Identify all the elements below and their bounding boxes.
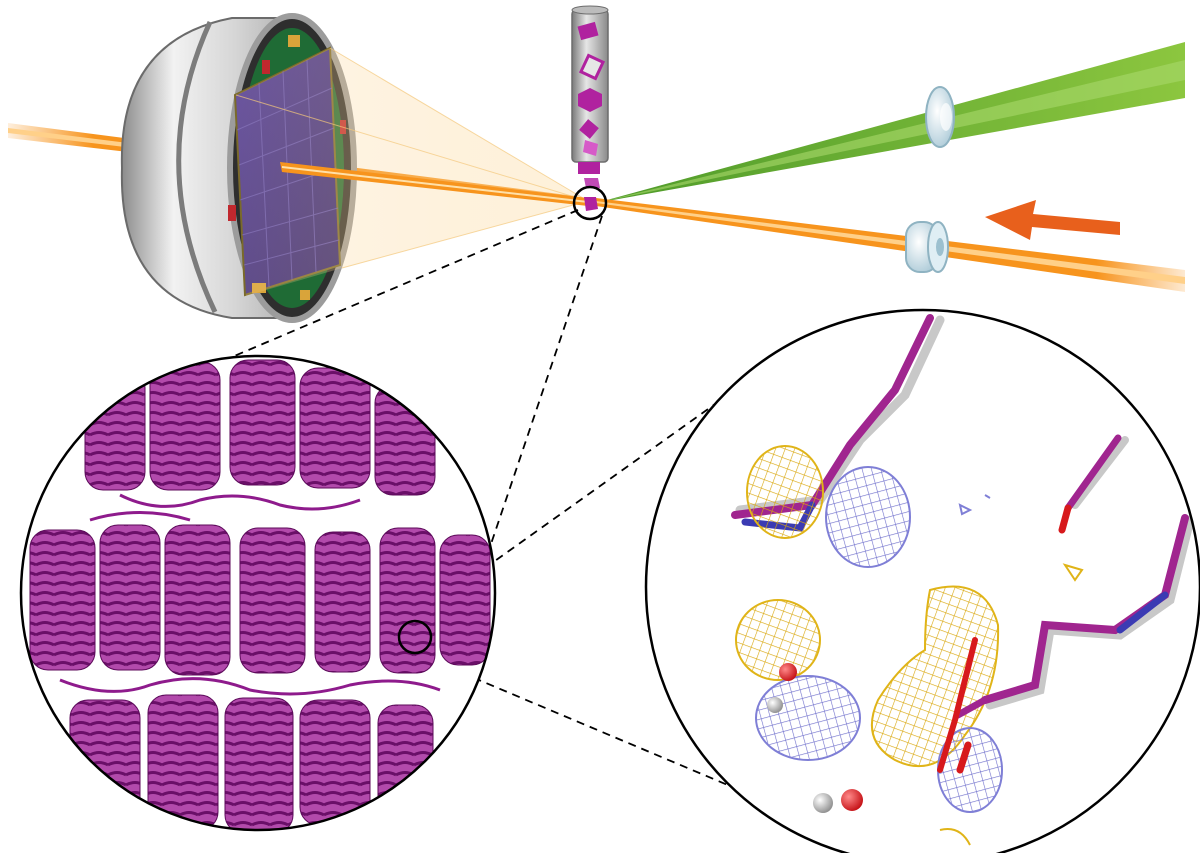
interaction-point: [572, 185, 608, 221]
diffraction-cone: [236, 48, 588, 296]
crystal-lattice-view: [19, 354, 497, 832]
density-map-blue: [825, 466, 911, 568]
aperture-icon: [925, 86, 955, 148]
electron-density-view: [644, 308, 1200, 853]
pump-laser-beam: [596, 42, 1185, 203]
collimator-icon: [905, 221, 949, 273]
zoom-lines: [231, 209, 807, 819]
density-map-yellow: [746, 445, 824, 539]
crystal-injector-icon: [571, 5, 609, 188]
direction-arrow-icon: [985, 200, 1120, 240]
water-molecule-icon: [813, 789, 863, 813]
selection-circle: [397, 619, 433, 655]
xray-beam-incoming: [596, 198, 1185, 292]
